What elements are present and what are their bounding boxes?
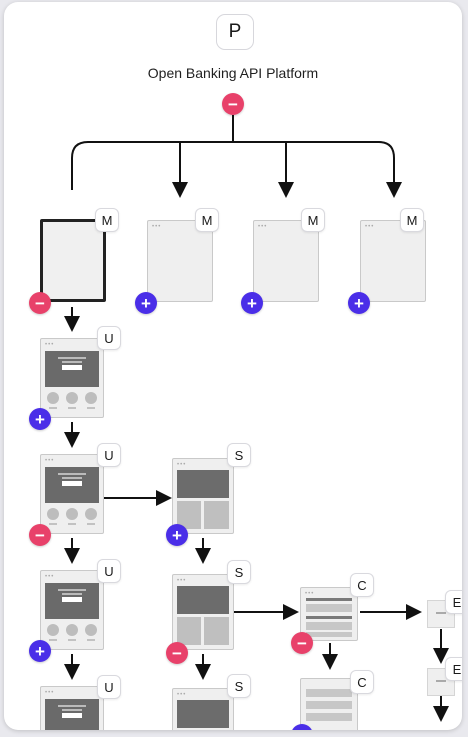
plus-icon: + xyxy=(35,409,45,429)
ui-2-collapse-toggle[interactable]: − xyxy=(29,524,51,546)
screen-1-expand-toggle[interactable]: + xyxy=(166,524,188,546)
ui-screen-2[interactable]: ••• xyxy=(40,454,104,534)
ui-badge-letter: U xyxy=(104,447,114,463)
screen-badge-letter: S xyxy=(234,447,244,463)
element-badge-2: E xyxy=(445,657,462,681)
module-badge-letter: M xyxy=(307,212,319,228)
minus-icon: − xyxy=(297,633,307,653)
ui-1-expand-toggle[interactable]: + xyxy=(29,408,51,430)
module-node-3[interactable]: ••• xyxy=(253,220,319,302)
ui-badge-3: U xyxy=(97,559,121,583)
root-collapse-toggle[interactable]: − xyxy=(222,93,244,115)
flow-canvas: P Open Banking API Platform xyxy=(4,2,462,730)
ui-3-expand-toggle[interactable]: + xyxy=(29,640,51,662)
minus-icon: − xyxy=(35,293,45,313)
plus-icon: + xyxy=(35,641,45,661)
ui-screen-3[interactable]: ••• xyxy=(40,570,104,650)
element-badge-letter: E xyxy=(452,594,462,610)
module-badge-4: M xyxy=(400,208,424,232)
module-node-2[interactable]: ••• xyxy=(147,220,213,302)
module-node-1[interactable] xyxy=(40,219,106,302)
element-badge-1: E xyxy=(445,590,462,614)
component-badge-2: C xyxy=(350,670,374,694)
module-badge-letter: M xyxy=(406,212,418,228)
module-3-expand-toggle[interactable]: + xyxy=(241,292,263,314)
plus-icon: + xyxy=(354,293,364,313)
component-badge-letter: C xyxy=(357,577,367,593)
module-badge-2: M xyxy=(195,208,219,232)
connector-lines xyxy=(64,115,449,722)
root-node-badge[interactable]: P xyxy=(216,14,254,50)
ui-badge-letter: U xyxy=(104,330,114,346)
screen-badge-letter: S xyxy=(234,564,244,580)
ui-screen-1[interactable]: ••• xyxy=(40,338,104,418)
screen-badge-letter: S xyxy=(234,678,244,694)
screen-badge-3: S xyxy=(227,674,251,698)
module-2-expand-toggle[interactable]: + xyxy=(135,292,157,314)
screen-node-1[interactable]: ••• xyxy=(172,458,234,534)
module-badge-1: M xyxy=(95,208,119,232)
component-badge-letter: C xyxy=(357,674,367,690)
module-badge-letter: M xyxy=(201,212,213,228)
element-badge-letter: E xyxy=(452,661,462,677)
minus-icon: − xyxy=(35,525,45,545)
ui-badge-2: U xyxy=(97,443,121,467)
screen-badge-2: S xyxy=(227,560,251,584)
screen-node-3[interactable]: ••• xyxy=(172,688,234,730)
root-node-letter: P xyxy=(228,21,242,42)
component-2-expand-toggle[interactable]: + xyxy=(291,724,313,730)
project-title: Open Banking API Platform xyxy=(147,65,319,81)
plus-icon: + xyxy=(247,293,257,313)
ui-badge-4: U xyxy=(97,675,121,699)
module-badge-3: M xyxy=(301,208,325,232)
module-node-4[interactable]: ••• xyxy=(360,220,426,302)
screen-node-2[interactable]: ••• xyxy=(172,574,234,650)
ui-badge-letter: U xyxy=(104,563,114,579)
screen-badge-1: S xyxy=(227,443,251,467)
ui-screen-4[interactable]: ••• xyxy=(40,686,104,730)
module-1-collapse-toggle[interactable]: − xyxy=(29,292,51,314)
screen-2-collapse-toggle[interactable]: − xyxy=(166,642,188,664)
plus-icon: + xyxy=(141,293,151,313)
plus-icon: + xyxy=(172,525,182,545)
minus-icon: − xyxy=(172,643,182,663)
minus-icon: − xyxy=(228,94,238,114)
module-badge-letter: M xyxy=(101,212,113,228)
ui-badge-letter: U xyxy=(104,679,114,695)
ui-badge-1: U xyxy=(97,326,121,350)
plus-icon: + xyxy=(297,727,307,731)
module-4-expand-toggle[interactable]: + xyxy=(348,292,370,314)
component-1-collapse-toggle[interactable]: − xyxy=(291,632,313,654)
component-node-1[interactable]: ••• xyxy=(300,587,358,641)
component-node-2[interactable] xyxy=(300,678,358,730)
component-badge-1: C xyxy=(350,573,374,597)
